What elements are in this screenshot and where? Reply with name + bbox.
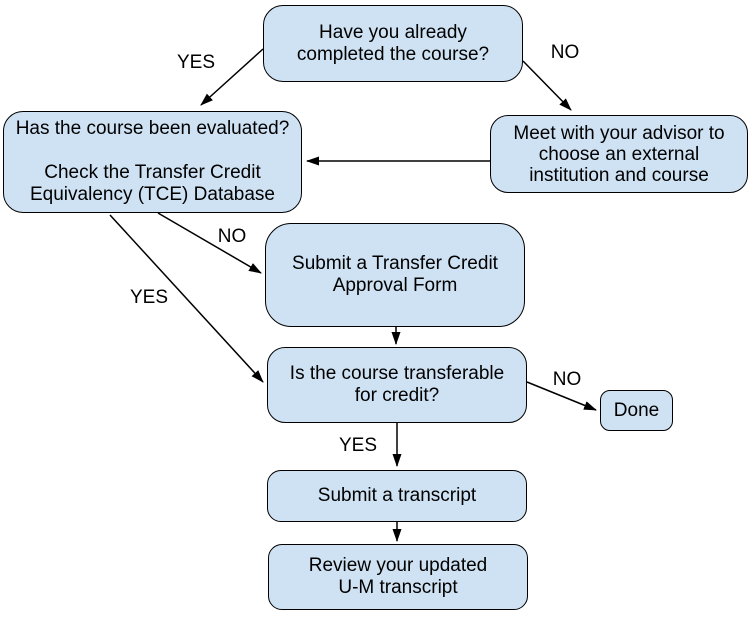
edge-label-start-yes: YES (176, 52, 216, 73)
node-meet-with-advisor: Meet with your advisor to choose an exte… (490, 115, 748, 193)
node-submit-approval-form: Submit a Transfer Credit Approval Form (265, 223, 525, 327)
edge-label-transferable-yes: YES (338, 435, 378, 456)
edge-label-start-no: NO (550, 42, 580, 63)
node-review-um-transcript: Review your updated U-M transcript (268, 544, 528, 610)
edge-start-yes-to-evaluated (200, 48, 264, 106)
node-done: Done (600, 390, 673, 431)
edge-transferable-no-to-done (526, 381, 597, 411)
node-has-course-been-evaluated: Has the course been evaluated? Check the… (3, 111, 302, 213)
edge-start-no-to-advisor (522, 60, 572, 111)
edge-evaluated-no-to-approval (157, 212, 262, 274)
edge-label-evaluated-no: NO (217, 226, 247, 247)
node-is-course-transferable: Is the course transferable for credit? (267, 347, 527, 423)
node-have-you-completed-course: Have you already completed the course? (263, 5, 523, 82)
edge-label-transferable-no: NO (552, 369, 582, 390)
edge-label-evaluated-yes: YES (129, 287, 169, 308)
node-submit-transcript: Submit a transcript (267, 470, 527, 522)
edge-evaluated-yes-to-transferable (109, 214, 264, 383)
